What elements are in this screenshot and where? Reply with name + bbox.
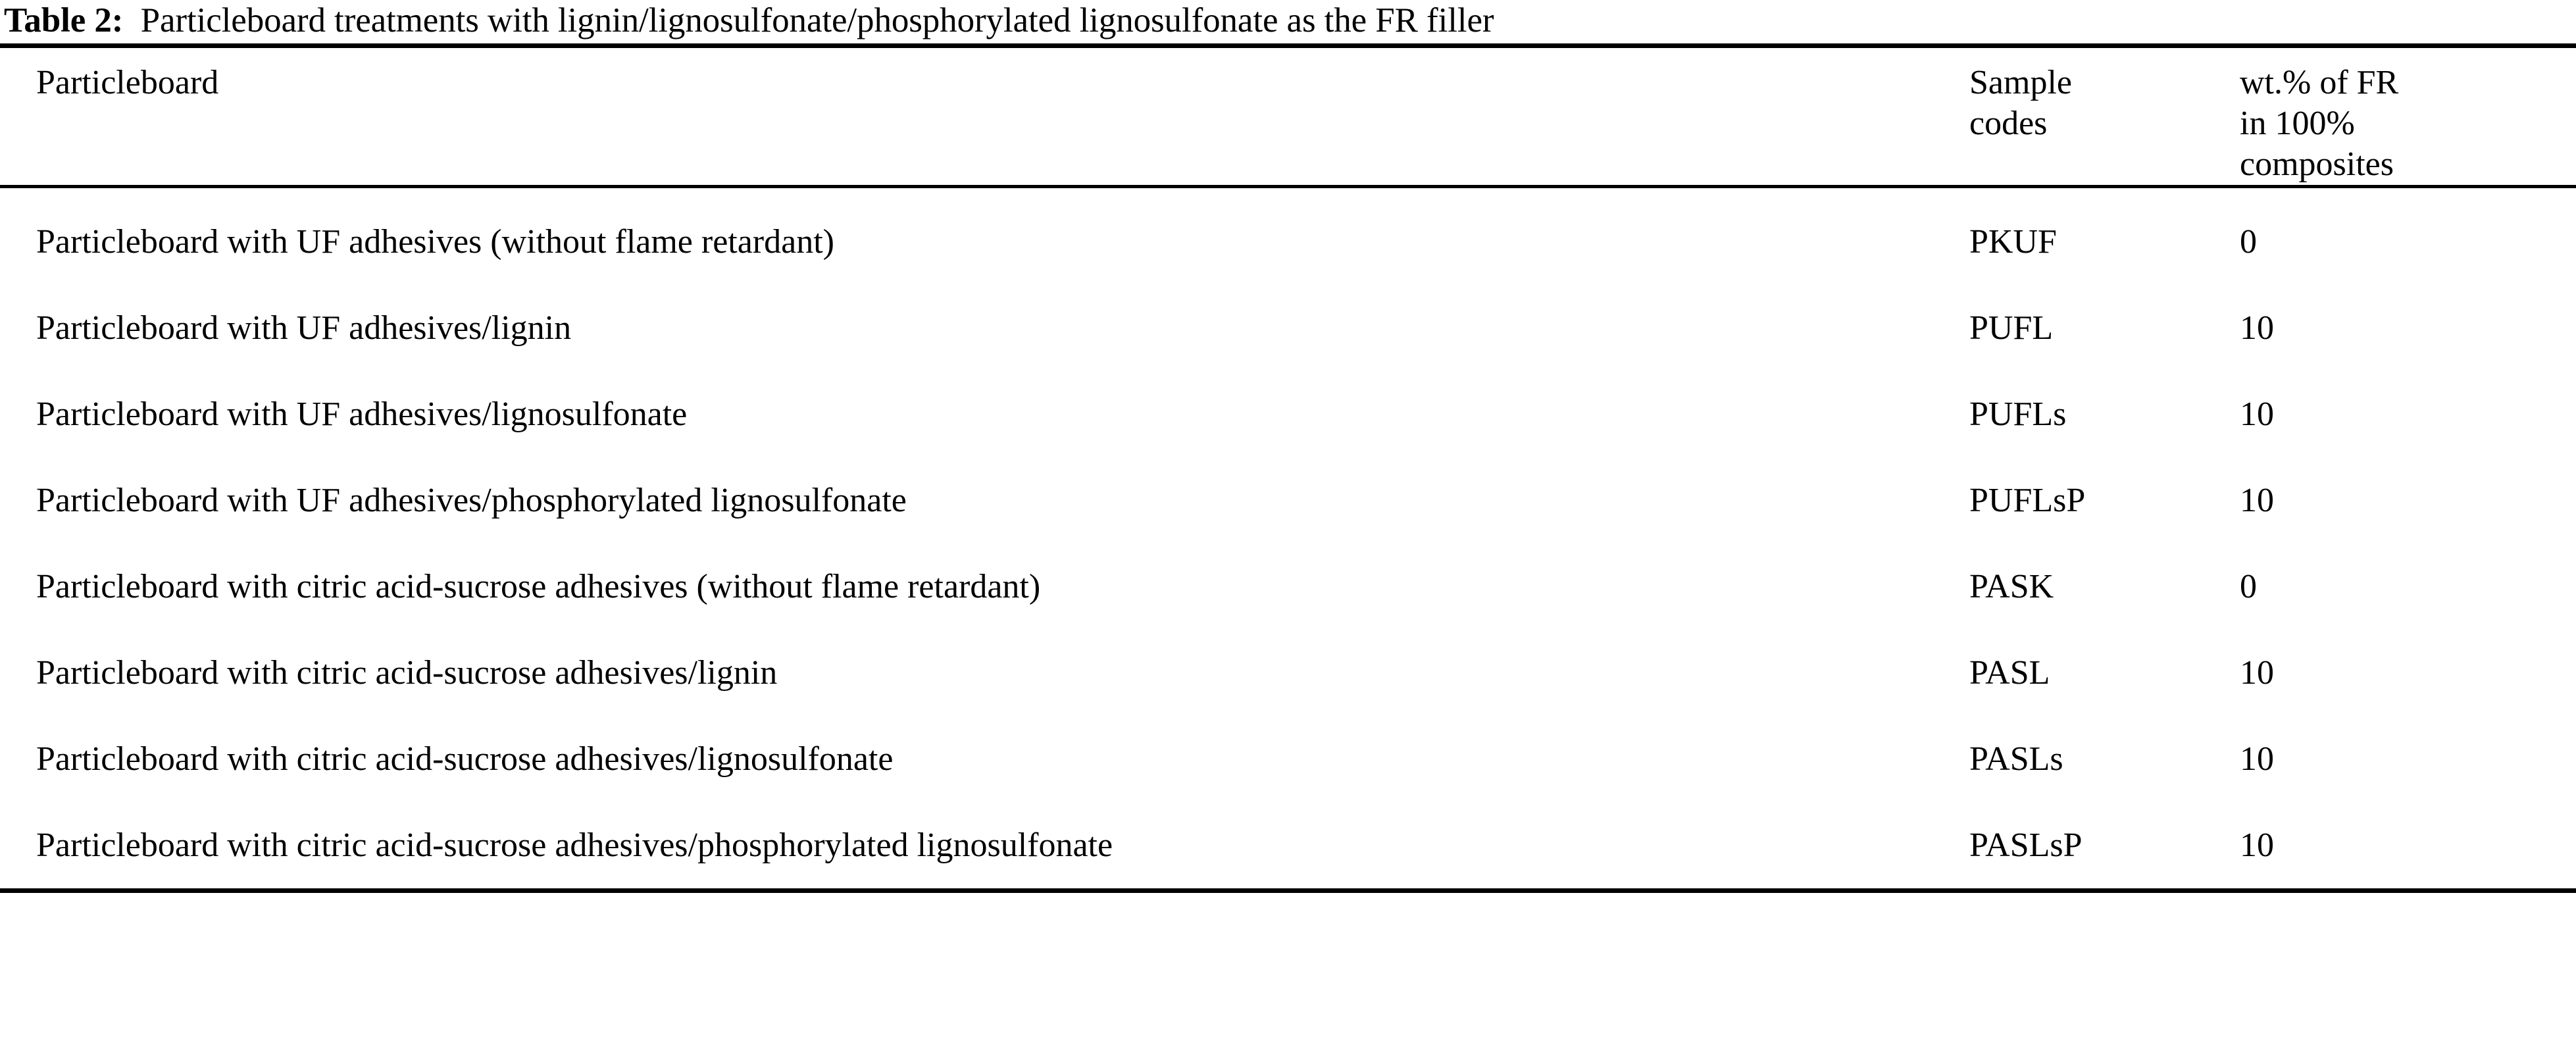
column-header-particleboard: Particleboard — [0, 48, 1957, 185]
cell-description: Particleboard with citric acid-sucrose a… — [36, 826, 1113, 864]
caption-text — [123, 1, 140, 39]
cell-description: Particleboard with UF adhesives (without… — [36, 222, 834, 261]
cell-wt-percent: 10 — [2240, 481, 2274, 519]
cell-sample-code: PASK — [1969, 567, 2054, 605]
cell-description: Particleboard with citric acid-sucrose a… — [36, 653, 778, 692]
cell-sample-code: PUFLs — [1969, 395, 2067, 433]
cell-wt-percent: 10 — [2240, 740, 2274, 778]
cell-description: Particleboard with citric acid-sucrose a… — [36, 567, 1041, 605]
table-row: Particleboard with citric acid-sucrose a… — [0, 716, 2576, 802]
cell-description: Particleboard with UF adhesives/lignin — [36, 309, 572, 347]
cell-sample-code: PASLsP — [1969, 826, 2083, 864]
cell-description: Particleboard with citric acid-sucrose a… — [36, 740, 894, 778]
cell-description: Particleboard with UF adhesives/lignosul… — [36, 395, 688, 433]
treatments-table-body: Particleboard with UF adhesives (without… — [0, 199, 2576, 888]
table-row: Particleboard with UF adhesives/phosphor… — [0, 457, 2576, 544]
column-header-sample-codes-label: Sample codes — [1969, 64, 2072, 142]
column-header-sample-codes: Sample codes — [1957, 48, 2231, 185]
cell-sample-code: PASL — [1969, 653, 2050, 692]
table-header: Particleboard Sample codes wt.% of FR in… — [0, 48, 2576, 185]
table-caption: Table 2: Particleboard treatments with l… — [0, 0, 2576, 43]
column-header-wt-percent-label: wt.% of FR in 100% composites — [2240, 64, 2399, 183]
table-row: Particleboard with citric acid-sucrose a… — [0, 544, 2576, 630]
cell-sample-code: PKUF — [1969, 222, 2057, 261]
cell-wt-percent: 10 — [2240, 395, 2274, 433]
table-header-row: Particleboard Sample codes wt.% of FR in… — [0, 48, 2576, 185]
cell-wt-percent: 10 — [2240, 826, 2274, 864]
cell-sample-code: PUFLsP — [1969, 481, 2086, 519]
cell-sample-code: PASLs — [1969, 740, 2063, 778]
table-row: Particleboard with UF adhesives/lignosul… — [0, 371, 2576, 457]
cell-description: Particleboard with UF adhesives/phosphor… — [36, 481, 907, 519]
table-row: Particleboard with UF adhesives (without… — [0, 199, 2576, 285]
caption-label: Table 2: — [4, 1, 124, 39]
column-header-wt-percent: wt.% of FR in 100% composites — [2231, 48, 2576, 185]
table-row: Particleboard with citric acid-sucrose a… — [0, 630, 2576, 716]
cell-wt-percent: 0 — [2240, 567, 2257, 605]
table-top-rule — [0, 43, 2576, 48]
cell-wt-percent: 0 — [2240, 222, 2257, 261]
cell-wt-percent: 10 — [2240, 653, 2274, 692]
caption-body: Particleboard treatments with lignin/lig… — [140, 1, 1494, 39]
table-row: Particleboard with UF adhesives/lignin PU… — [0, 285, 2576, 371]
header-rule-spacer — [0, 188, 2576, 199]
table-body: Particleboard with UF adhesives (without… — [0, 199, 2576, 888]
table-row: Particleboard with citric acid-sucrose a… — [0, 802, 2576, 888]
table-bottom-rule — [0, 888, 2576, 893]
table-header-rule — [0, 185, 2576, 188]
column-header-particleboard-label: Particleboard — [36, 64, 219, 101]
cell-wt-percent: 10 — [2240, 309, 2274, 347]
cell-sample-code: PUFL — [1969, 309, 2054, 347]
treatments-table: Particleboard Sample codes wt.% of FR in… — [0, 48, 2576, 185]
